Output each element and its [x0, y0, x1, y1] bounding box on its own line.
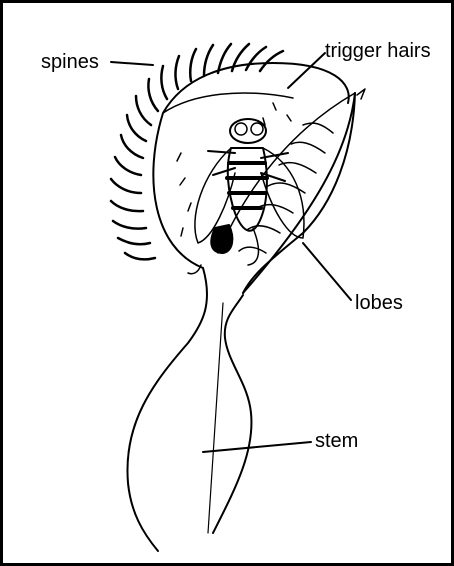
- spines-leader: [111, 62, 153, 65]
- stem-outline: [127, 265, 251, 551]
- fly: [195, 119, 304, 265]
- stem-leader: [203, 442, 311, 452]
- leader-lines: [111, 53, 351, 452]
- label-stem: stem: [315, 431, 358, 451]
- venus-flytrap-illustration: [3, 3, 451, 563]
- left-lobe: [153, 63, 348, 268]
- trigger-hairs-leader: [288, 53, 325, 88]
- lobes-leader: [303, 243, 351, 300]
- label-lobes: lobes: [355, 293, 403, 313]
- label-trigger-hairs: trigger hairs: [325, 41, 431, 61]
- label-spines: spines: [41, 52, 99, 72]
